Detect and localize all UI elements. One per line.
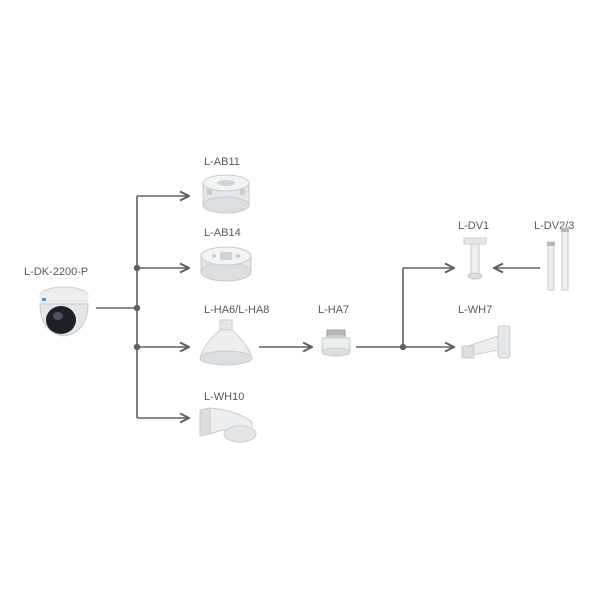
dome-camera-icon [39,286,89,337]
label-ab14: L-AB14 [204,227,241,239]
label-wh10: L-WH10 [204,391,245,403]
label-camera: L-DK-2200-P [24,266,89,278]
junction-box-icon [200,246,252,282]
junction-dot [133,264,141,272]
extension-pole-icon [547,227,569,291]
junction-dot [133,304,141,312]
pendant-adapter-icon [199,319,253,366]
label-ha6: L-HA6/L-HA8 [204,304,270,316]
label-wh7: L-WH7 [458,304,493,316]
wall-bracket-icon [199,407,257,443]
label-ha7: L-HA7 [318,304,350,316]
label-dv1: L-DV1 [458,220,490,232]
pendant-mount-icon [463,237,487,280]
junction-dot [399,343,407,351]
adapter-ring-icon [321,329,351,357]
label-ab11: L-AB11 [204,156,240,168]
junction-dot [133,343,141,351]
junction-box-icon [202,174,250,214]
wall-mount-icon [461,325,511,359]
